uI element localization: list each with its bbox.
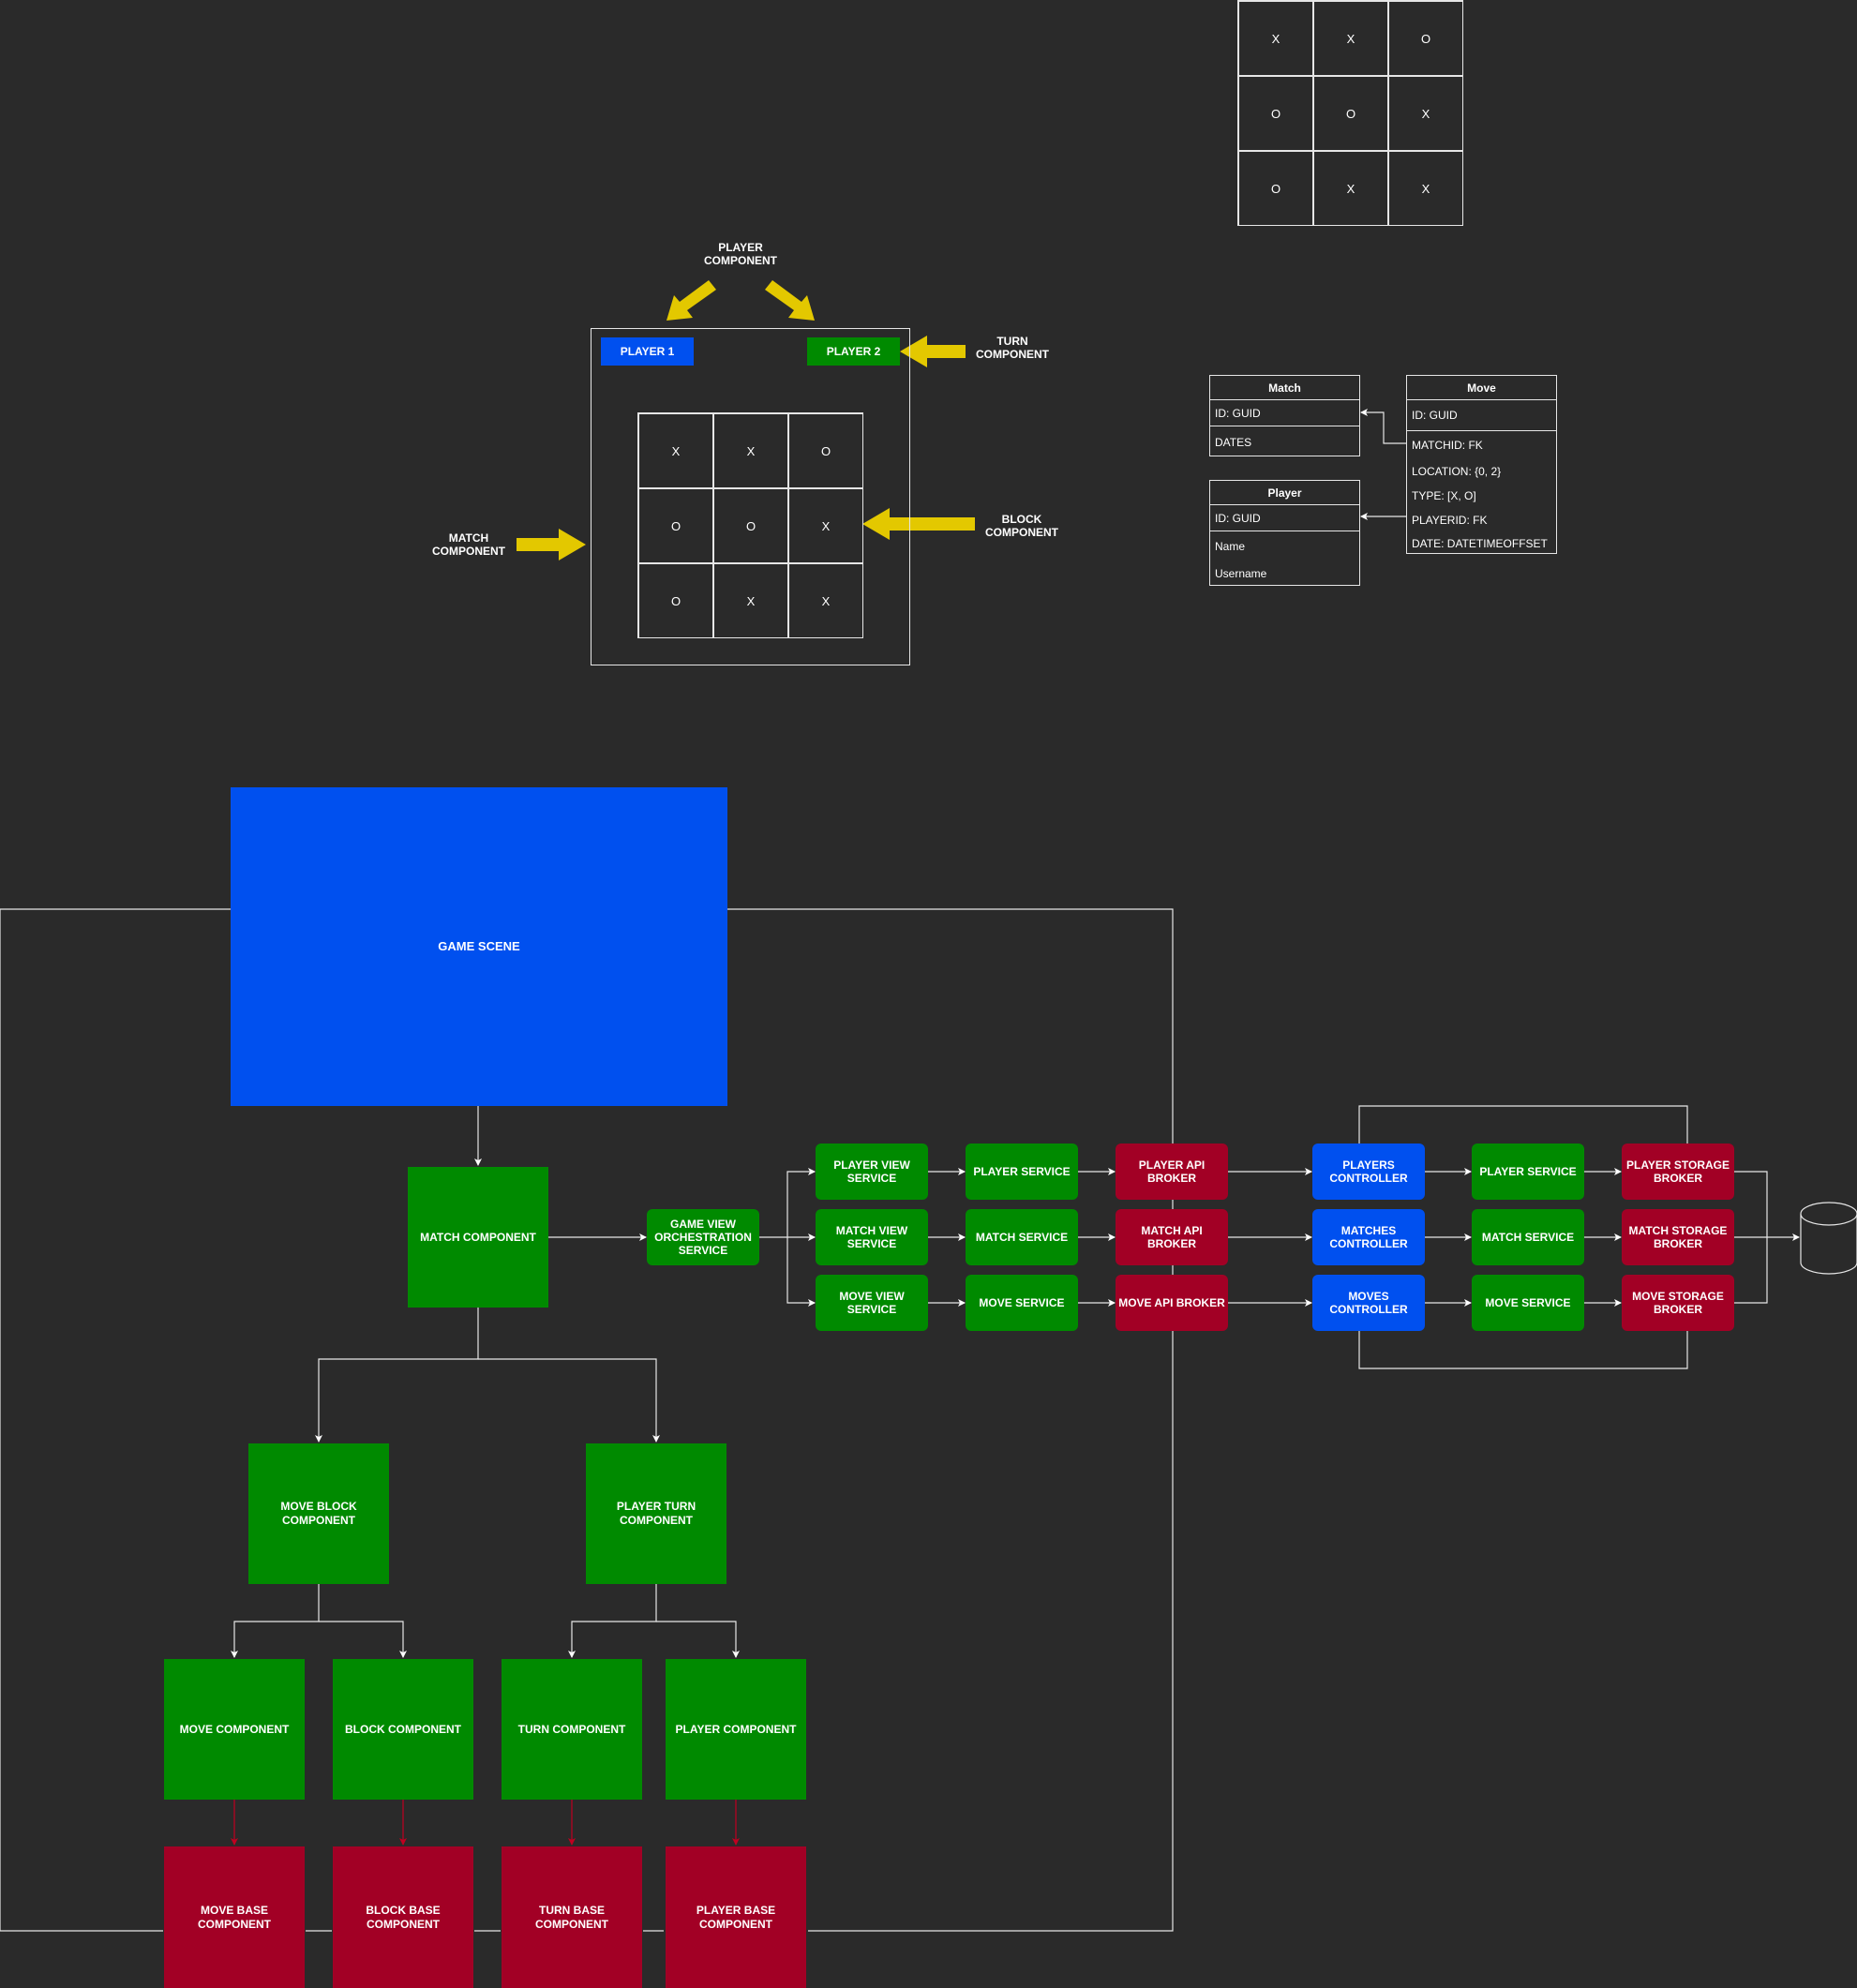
board-cell[interactable]: X [1313,1,1388,76]
block-component-node[interactable]: BLOCK COMPONENT [333,1659,473,1800]
erd-field: TYPE: [X, O] [1412,489,1476,502]
match-component-node[interactable]: MATCH COMPONENT [408,1167,548,1308]
board-cell[interactable]: X [638,413,713,488]
erd-player-table: Player ID: GUID Name Username [1209,480,1360,586]
erd-field: Name [1215,540,1246,553]
database-icon [1800,1202,1857,1275]
annotation-block-component: BLOCK COMPONENT [985,513,1058,539]
player-view-service-node[interactable]: PLAYER VIEW SERVICE [816,1143,928,1200]
erd-field: PLAYERID: FK [1412,514,1488,527]
move-base-component-node[interactable]: MOVE BASE COMPONENT [164,1846,305,1988]
game-view-orchestration-service-node[interactable]: GAME VIEW ORCHESTRATION SERVICE [647,1209,759,1265]
move-block-component-node[interactable]: MOVE BLOCK COMPONENT [248,1443,389,1584]
board-cell[interactable]: X [788,488,863,563]
board-cell[interactable]: X [1388,76,1463,151]
match-service-node[interactable]: MATCH SERVICE [966,1209,1078,1265]
yellow-arrows [517,280,975,561]
player-1-badge[interactable]: PLAYER 1 [601,337,694,366]
match-api-broker-node[interactable]: MATCH API BROKER [1116,1209,1228,1265]
game-board: X X O O O X O X X [637,412,863,638]
erd-field: LOCATION: {0, 2} [1412,465,1502,478]
erd-match-table: Match ID: GUID DATES [1209,375,1360,456]
move-service-node[interactable]: MOVE SERVICE [966,1275,1078,1331]
match-storage-broker-node[interactable]: MATCH STORAGE BROKER [1622,1209,1734,1265]
players-controller-node[interactable]: PLAYERS CONTROLLER [1312,1143,1425,1200]
erd-move-table: Move ID: GUID MATCHID: FK LOCATION: {0, … [1406,375,1557,554]
server-move-service-node[interactable]: MOVE SERVICE [1472,1275,1584,1331]
board-cell[interactable]: X [713,413,788,488]
board-cell[interactable]: O [638,563,713,638]
annotation-match-component: MATCH COMPONENT [432,531,505,558]
block-base-component-node[interactable]: BLOCK BASE COMPONENT [333,1846,473,1988]
erd-field: MATCHID: FK [1412,439,1483,452]
player-2-badge[interactable]: PLAYER 2 [807,337,900,366]
annotation-player-component: PLAYER COMPONENT [704,241,777,267]
annotation-turn-component: TURN COMPONENT [976,335,1049,361]
board-cell[interactable]: O [1313,76,1388,151]
erd-field: ID: GUID [1407,400,1556,431]
moves-controller-node[interactable]: MOVES CONTROLLER [1312,1275,1425,1331]
board-cell[interactable]: X [713,563,788,638]
erd-table-title: Match [1210,376,1359,400]
player-service-node[interactable]: PLAYER SERVICE [966,1143,1078,1200]
board-cell[interactable]: X [1313,151,1388,226]
move-api-broker-node[interactable]: MOVE API BROKER [1116,1275,1228,1331]
erd-field: ID: GUID [1210,400,1359,426]
board-cell[interactable]: O [638,488,713,563]
board-cell[interactable]: O [788,413,863,488]
erd-table-title: Player [1210,481,1359,505]
game-scene-node[interactable]: GAME SCENE [231,787,727,1106]
erd-field: ID: GUID [1210,505,1359,531]
board-cell[interactable]: O [713,488,788,563]
matches-controller-node[interactable]: MATCHES CONTROLLER [1312,1209,1425,1265]
player-storage-broker-node[interactable]: PLAYER STORAGE BROKER [1622,1143,1734,1200]
player-component-node[interactable]: PLAYER COMPONENT [666,1659,806,1800]
move-component-node[interactable]: MOVE COMPONENT [164,1659,305,1800]
board-cell[interactable]: X [1238,1,1313,76]
erd-table-title: Move [1407,376,1556,400]
player-turn-component-node[interactable]: PLAYER TURN COMPONENT [586,1443,726,1584]
board-cell[interactable]: O [1388,1,1463,76]
player-base-component-node[interactable]: PLAYER BASE COMPONENT [666,1846,806,1988]
match-view-service-node[interactable]: MATCH VIEW SERVICE [816,1209,928,1265]
board-cell[interactable]: O [1238,76,1313,151]
server-player-service-node[interactable]: PLAYER SERVICE [1472,1143,1584,1200]
erd-field: DATE: DATETIMEOFFSET [1412,537,1548,550]
board-cell[interactable]: X [788,563,863,638]
tic-tac-toe-board-reference: X X O O O X O X X [1237,0,1463,226]
server-match-service-node[interactable]: MATCH SERVICE [1472,1209,1584,1265]
erd-field: DATES [1215,435,1252,449]
player-api-broker-node[interactable]: PLAYER API BROKER [1116,1143,1228,1200]
board-cell[interactable]: O [1238,151,1313,226]
turn-base-component-node[interactable]: TURN BASE COMPONENT [502,1846,642,1988]
move-view-service-node[interactable]: MOVE VIEW SERVICE [816,1275,928,1331]
turn-component-node[interactable]: TURN COMPONENT [502,1659,642,1800]
move-storage-broker-node[interactable]: MOVE STORAGE BROKER [1622,1275,1734,1331]
board-cell[interactable]: X [1388,151,1463,226]
erd-field: Username [1215,567,1267,580]
game-mockup-frame [591,328,910,665]
